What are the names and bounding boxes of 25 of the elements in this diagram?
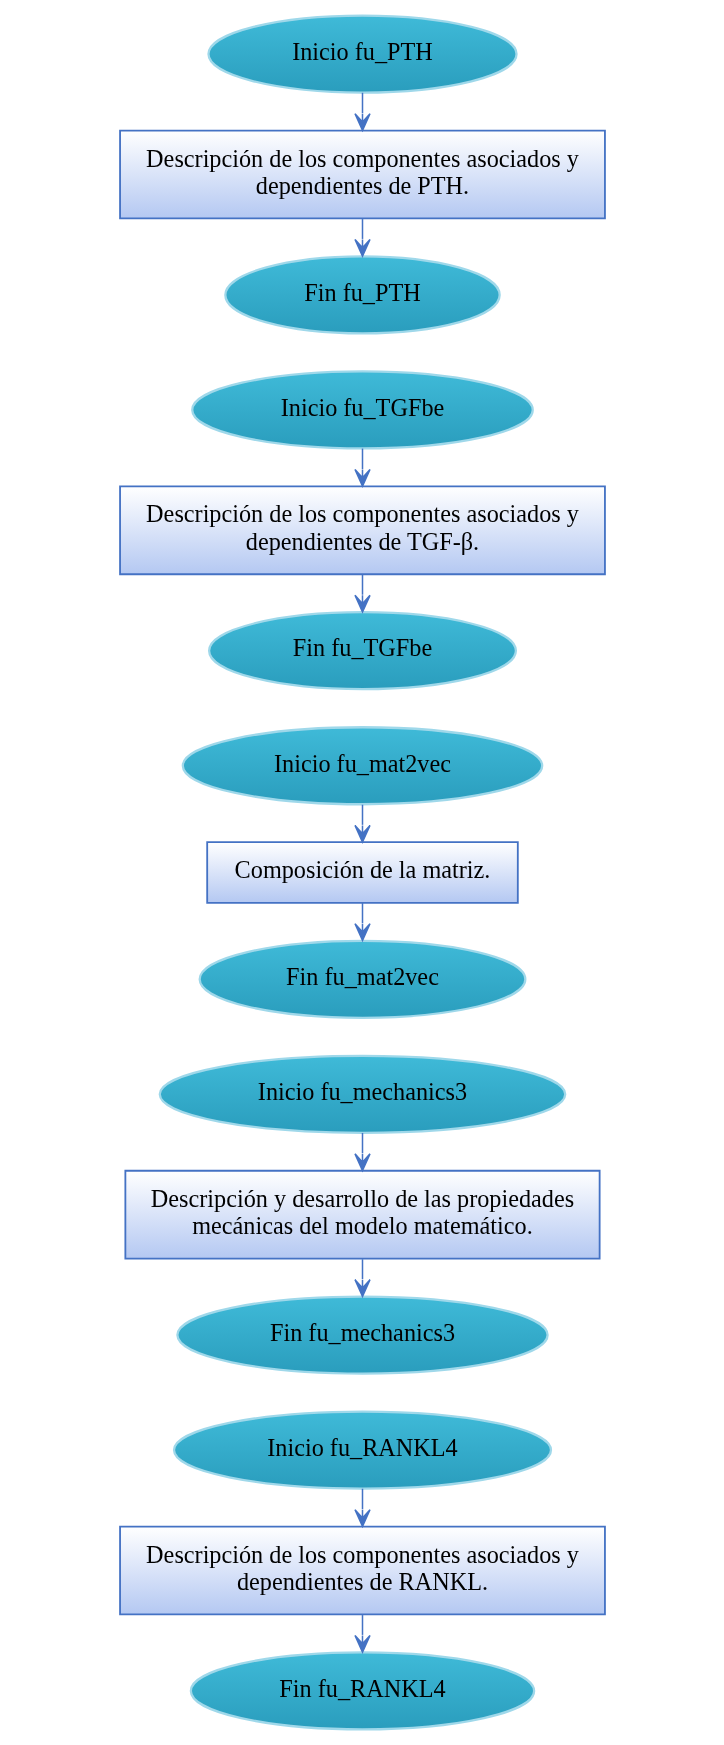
arrow [353, 1614, 371, 1653]
arrow [353, 92, 371, 132]
arrow [353, 1258, 371, 1298]
arrow [353, 218, 371, 257]
node-ellipse: Fin fu_PTH [223, 255, 501, 335]
arrow [353, 1132, 371, 1172]
node-box: Descripción y desarrollo de las propiedades mecánicas del modelo matemático. [123, 1169, 601, 1260]
node-ellipse: Inicio fu_PTH [206, 14, 518, 94]
arrow [353, 902, 371, 942]
node-box: Descripción de los componentes asociados y dependientes de PTH. [118, 129, 606, 220]
node-ellipse: Fin fu_mechanics3 [175, 1295, 549, 1375]
node-ellipse: Inicio fu_RANKL4 [172, 1410, 552, 1490]
arrow [353, 803, 371, 843]
node-ellipse: Inicio fu_mechanics3 [158, 1054, 566, 1134]
node-ellipse: Fin fu_TGFbe [207, 611, 517, 691]
arrow [353, 447, 371, 487]
node-ellipse: Fin fu_mat2vec [198, 939, 526, 1019]
node-ellipse: Inicio fu_TGFbe [190, 370, 534, 450]
node-ellipse: Inicio fu_mat2vec [181, 726, 543, 806]
arrow [353, 574, 371, 613]
node-box: Composición de la matriz. [205, 841, 519, 904]
arrow [353, 1488, 371, 1528]
node-ellipse: Fin fu_RANKL4 [189, 1651, 535, 1731]
node-box: Descripción de los componentes asociados y dependientes de RANKL. [118, 1525, 606, 1616]
node-box: Descripción de los componentes asociados y dependientes de TGF-β. [118, 485, 606, 576]
